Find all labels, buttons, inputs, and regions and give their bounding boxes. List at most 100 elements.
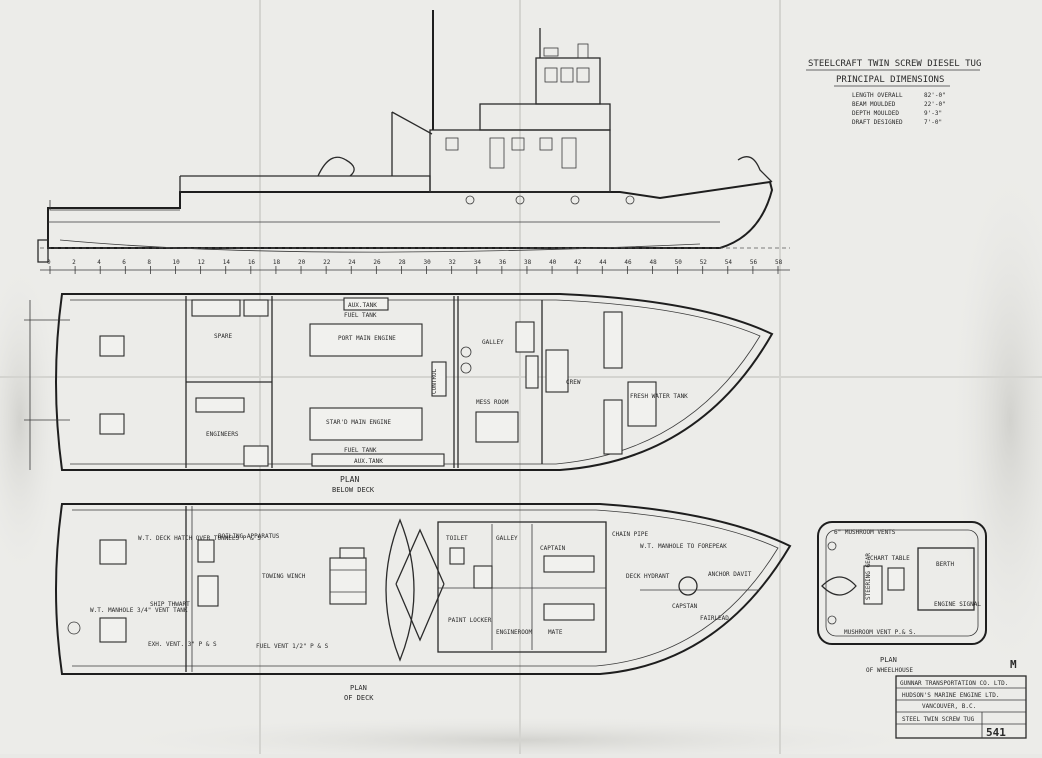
frame-number-label: 2	[72, 259, 76, 266]
frame-number-label: 46	[624, 259, 632, 266]
sheet-mark: M	[1010, 658, 1017, 671]
svg-text:PORT MAIN ENGINE: PORT MAIN ENGINE	[338, 335, 396, 342]
frame-number-label: 0	[47, 259, 51, 266]
capstan-label: CAPSTAN	[672, 603, 698, 610]
frame-number-label: 28	[398, 259, 406, 266]
deck-hydrant-label: DECK HYDRANT	[626, 573, 670, 580]
frame-number-label: 26	[373, 259, 381, 266]
frame-number-label: 40	[549, 259, 557, 266]
drawing-title: STEELCRAFT TWIN SCREW DIESEL TUG	[808, 59, 981, 69]
deck-hull-outline	[55, 503, 792, 675]
frame-number-label: 6	[122, 259, 126, 266]
exh-vent-label: EXH. VENT. 3" P & S	[148, 641, 217, 648]
stbd-main-engine	[309, 407, 423, 441]
paper-stain-right	[950, 160, 1042, 680]
frame-number-label: 10	[173, 259, 181, 266]
vent-aft-label: W.T. MANHOLE 3/4" VENT TANK	[90, 607, 188, 614]
frame-number-label: 50	[675, 259, 683, 266]
towing-winch	[329, 557, 367, 605]
deckhouse-plan	[437, 521, 607, 653]
svg-text:LENGTH OVERALL: LENGTH OVERALL	[852, 92, 903, 99]
plan-of-deck: W.T. DECK HATCH OVER TUNNELS P & S BOILI…	[55, 503, 792, 702]
dimension-row: LENGTH OVERALL 82'-0"	[852, 92, 946, 99]
mushroom-vent-label: MUSHROOM VENT P.& S.	[844, 629, 916, 636]
frame-number-label: 34	[474, 259, 482, 266]
below-deck-hull-outline	[55, 293, 774, 471]
frame-number-label: 32	[449, 259, 457, 266]
title-block-frame	[895, 675, 1027, 739]
frame-number-label: 24	[348, 259, 356, 266]
hatch-aft	[99, 413, 125, 435]
deck-hatch	[99, 617, 127, 643]
shaft-tunnels	[24, 300, 70, 470]
boom	[391, 111, 433, 176]
fuel-tank-top-label: FUEL TANK	[344, 312, 377, 319]
crew-label: CREW	[566, 379, 581, 386]
svg-text:DRAFT DESIGNED: DRAFT DESIGNED	[852, 119, 903, 126]
below-deck-plan-subtitle: BELOW DECK	[332, 486, 375, 494]
company-line-4: STEEL TWIN SCREW TUG	[902, 716, 975, 723]
frame-number-label: 8	[147, 259, 151, 266]
wheelhouse-outline	[817, 521, 987, 645]
frame-number-label: 52	[700, 259, 708, 266]
bow-fender	[737, 156, 773, 183]
frame-number-label: 54	[725, 259, 733, 266]
chart-table-label: CHART TABLE	[870, 555, 910, 562]
svg-text:STEERING GEAR: STEERING GEAR	[865, 553, 872, 600]
frame-number-label: 48	[649, 259, 657, 266]
svg-text:AUX.TANK: AUX.TANK	[354, 458, 383, 465]
deck-hatch	[99, 539, 127, 565]
frame-number-label: 42	[574, 259, 582, 266]
svg-text:STAR'D MAIN ENGINE: STAR'D MAIN ENGINE	[326, 419, 391, 426]
below-deck-plan-title: PLAN	[340, 475, 359, 484]
mess-room-label: MESS ROOM	[476, 399, 509, 406]
frame-number-label: 56	[750, 259, 758, 266]
control-console	[431, 361, 447, 397]
svg-text:CONTROL: CONTROL	[431, 368, 438, 394]
mess-table	[475, 411, 519, 443]
fresh-water-tank	[627, 381, 657, 427]
hatch-aft	[99, 335, 125, 357]
frame-number-label: 58	[775, 259, 783, 266]
engine-room-label: ENGINEROOM	[496, 629, 533, 636]
steering-gear	[863, 565, 883, 605]
deck-galley-label: GALLEY	[496, 535, 518, 542]
wheelhouse-plan-subtitle: OF WHEELHOUSE	[866, 667, 913, 674]
mushroom-vents-label: 6" MUSHROOM VENTS	[834, 529, 896, 536]
wheelhouse-plan-title: PLAN	[880, 656, 897, 664]
fuel-vent-label: FUEL VENT 1/2" P & S	[256, 643, 329, 650]
company-name: GUNNAR TRANSPORTATION CO. LTD.	[900, 680, 1008, 687]
fairlead-label: FAIRLEAD	[700, 615, 729, 622]
company-line-2: HUDSON'S MARINE ENGINE LTD.	[902, 692, 1000, 699]
drawing-number: 541	[986, 726, 1006, 739]
deck-plan-title: PLAN	[350, 684, 367, 692]
frame-number-label: 20	[298, 259, 306, 266]
lifeboat	[385, 518, 415, 662]
fuel-tank-bottom	[311, 453, 445, 467]
company-title-block: M GUNNAR TRANSPORTATION CO. LTD. HUDSON'…	[895, 658, 1027, 739]
towing-winch-label: TOWING WINCH	[262, 573, 306, 580]
hatch-label: W.T. DECK HATCH OVER TUNNELS P & S	[138, 535, 261, 542]
chain-pipe-label: CHAIN PIPE	[612, 531, 649, 538]
anchor-davit-label: ANCHOR DAVIT	[708, 571, 752, 578]
berth-label: BERTH	[936, 561, 954, 568]
paint-locker-label: PAINT LOCKER	[448, 617, 492, 624]
capstan	[678, 576, 698, 596]
dimension-row: DRAFT DESIGNED 7'-0"	[852, 119, 942, 126]
manhole-forepeak-label: W.T. MANHOLE TO FOREPEAK	[640, 543, 727, 550]
boat-davits	[395, 528, 445, 642]
captain-label: CAPTAIN	[540, 545, 566, 552]
hull-profile	[47, 180, 774, 249]
deck-plan-subtitle: OF DECK	[344, 694, 374, 702]
dimension-row: BEAM MOULDED 22'-0"	[852, 101, 946, 108]
svg-text:AUX.TANK: AUX.TANK	[348, 302, 377, 309]
title-area: STEELCRAFT TWIN SCREW DIESEL TUG PRINCIP…	[806, 59, 981, 126]
frame-number-label: 22	[323, 259, 331, 266]
svg-text:DEPTH MOULDED: DEPTH MOULDED	[852, 110, 899, 117]
plan-below-deck: SPARE ENGINEERS AUX.TANK FUEL TANK PORT …	[24, 293, 774, 494]
aux-tank-top	[343, 297, 389, 311]
waterline-curve	[59, 239, 701, 253]
